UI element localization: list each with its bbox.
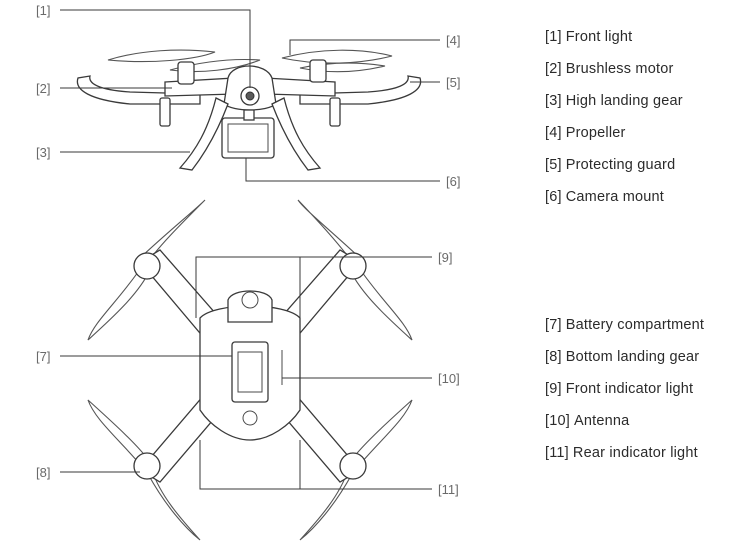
callout-8: [8]	[36, 465, 50, 480]
legend-label: Bottom landing gear	[565, 349, 700, 365]
top-view-drone	[87, 199, 413, 541]
legend-label: Antenna	[574, 413, 630, 429]
callout-7: [7]	[36, 349, 50, 364]
legend-num: [5]	[545, 157, 562, 173]
legend-num: [10]	[545, 413, 570, 429]
legend-num: [11]	[545, 445, 569, 461]
leader-lines	[60, 9, 440, 490]
legend-label: Front indicator light	[565, 381, 694, 397]
callout-9: [9]	[438, 250, 452, 265]
legend-label: High landing gear	[565, 93, 683, 109]
legend-item: [10]Antenna	[545, 413, 629, 429]
legend-label: Brushless motor	[565, 61, 674, 77]
legend-label: Camera mount	[565, 189, 665, 205]
callout-2: [2]	[36, 81, 50, 96]
legend-num: [6]	[545, 189, 562, 205]
callout-5: [5]	[446, 75, 460, 90]
callout-10: [10]	[438, 371, 460, 386]
legend-num: [8]	[545, 349, 562, 365]
callout-3: [3]	[36, 145, 50, 160]
legend-item: [4]Propeller	[545, 125, 626, 141]
legend-item: [11]Rear indicator light	[545, 445, 698, 461]
legend-num: [7]	[545, 317, 562, 333]
legend-num: [9]	[545, 381, 562, 397]
legend-label: Propeller	[565, 125, 626, 141]
legend-item: [1]Front light	[545, 29, 632, 45]
callout-4: [4]	[446, 33, 460, 48]
side-view-drone	[76, 49, 422, 171]
legend-label: Battery compartment	[565, 317, 705, 333]
legend-item: [6]Camera mount	[545, 189, 664, 205]
legend-num: [4]	[545, 125, 562, 141]
legend-item: [9]Front indicator light	[545, 381, 693, 397]
legend-label: Rear indicator light	[572, 445, 698, 461]
callout-11: [11]	[438, 482, 459, 497]
legend-label: Front light	[565, 29, 633, 45]
legend-item: [8]Bottom landing gear	[545, 349, 699, 365]
callout-1: [1]	[36, 3, 50, 18]
legend-num: [2]	[545, 61, 562, 77]
legend-item: [2]Brushless motor	[545, 61, 674, 77]
callout-6: [6]	[446, 174, 460, 189]
legend-label: Protecting guard	[565, 157, 676, 173]
legend-num: [3]	[545, 93, 562, 109]
legend-item: [3]High landing gear	[545, 93, 683, 109]
legend-item: [7]Battery compartment	[545, 317, 704, 333]
legend-num: [1]	[545, 29, 562, 45]
legend-item: [5]Protecting guard	[545, 157, 675, 173]
